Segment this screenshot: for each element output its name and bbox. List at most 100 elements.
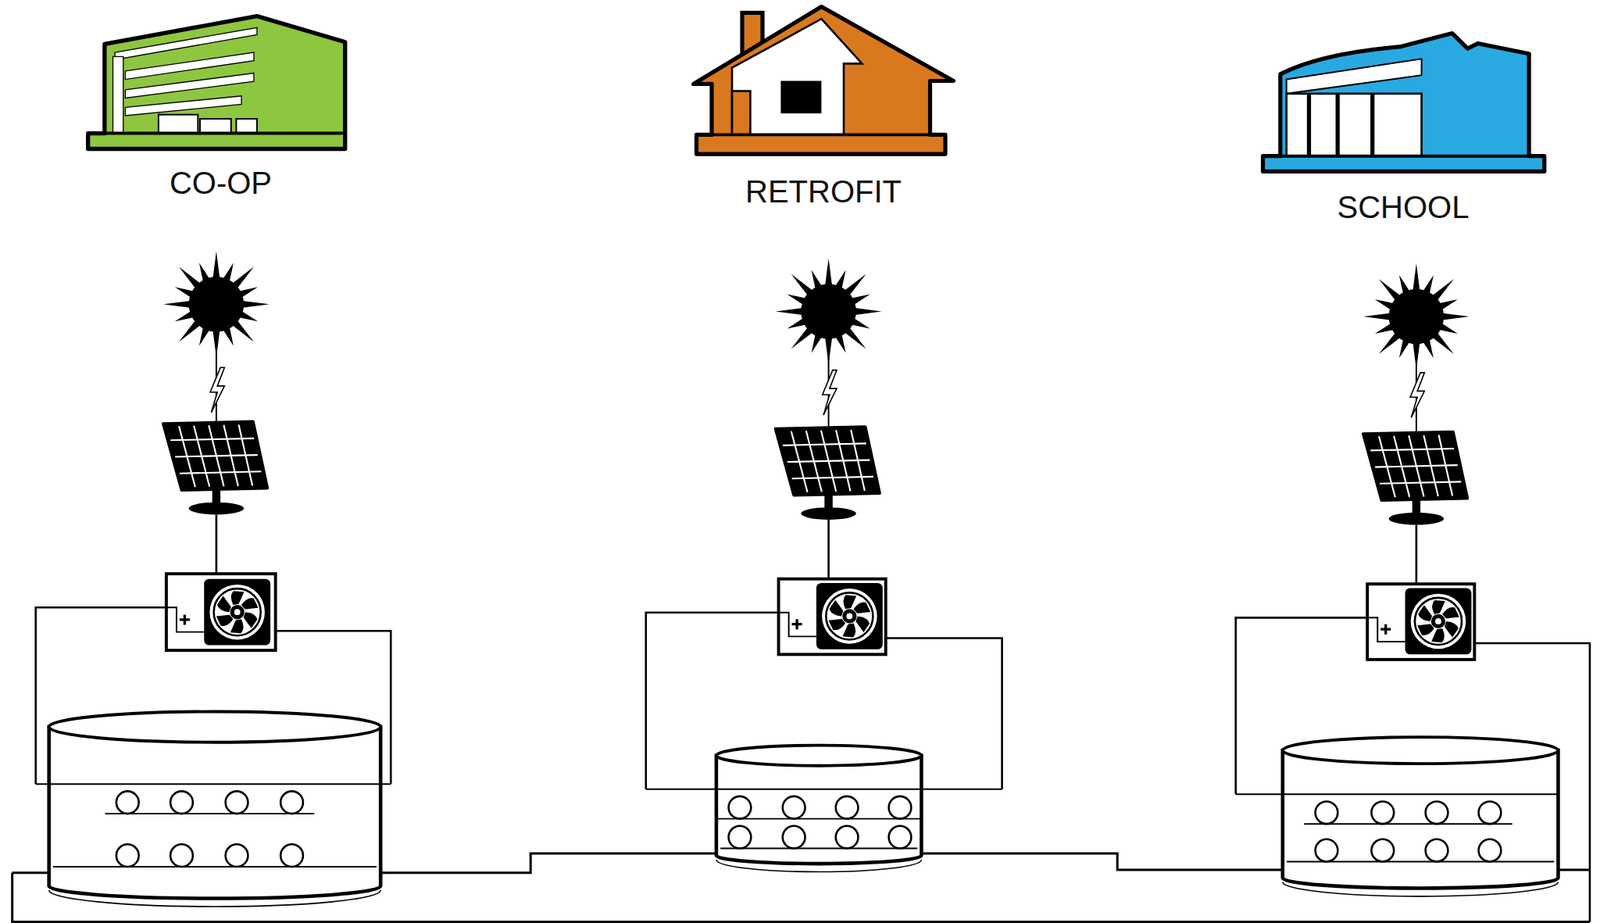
coil-loop [1478, 800, 1502, 824]
coil-loop [116, 843, 140, 867]
coil-loop [170, 843, 193, 867]
supply-wire [646, 612, 779, 790]
fan-blade [1442, 607, 1460, 618]
storage-tank [1282, 750, 1559, 888]
fan-blade [829, 600, 844, 617]
coil-loop [1371, 839, 1394, 862]
sun-icon [1363, 263, 1470, 370]
fan-ring [1410, 593, 1467, 650]
return-wire [275, 630, 392, 784]
coil-loop [1478, 839, 1502, 862]
return-wire [885, 637, 1003, 789]
coil-loop [889, 796, 912, 819]
coil-loop [170, 790, 193, 814]
power-line [215, 514, 218, 574]
coil-loop [280, 843, 304, 867]
fan-frame [1405, 587, 1472, 654]
sun-ray [212, 250, 220, 278]
panel-base [800, 507, 857, 520]
coil-feed [646, 788, 1003, 790]
coil-loop [835, 796, 859, 819]
panel-grid [1370, 448, 1454, 450]
coil-line [717, 817, 923, 820]
tank-top [1282, 736, 1559, 764]
storage-tank [716, 755, 922, 864]
coil-loop [1371, 800, 1394, 824]
solar-heat-unit [35, 250, 392, 907]
coil-loop [280, 790, 304, 814]
solar-heat-unit [1235, 263, 1590, 922]
sun-icon [775, 258, 883, 365]
panel-grid [792, 476, 874, 479]
heat-pump-box [1367, 583, 1475, 660]
sun-ray [1363, 313, 1390, 321]
terminal-plus [792, 618, 803, 629]
fan-ring [825, 592, 873, 640]
fan-blade [243, 611, 258, 629]
coil-loop [728, 825, 752, 849]
fan-blade [853, 601, 872, 613]
panel-grid [170, 438, 254, 440]
coil-loop [889, 825, 912, 849]
supply-wire [35, 607, 167, 784]
building-icon [1257, 28, 1549, 176]
power-line [827, 519, 830, 579]
panel-grid [179, 471, 261, 473]
coil-loop [1425, 839, 1449, 862]
coil-loop [225, 843, 249, 867]
tank-top [49, 711, 381, 743]
building-node: RETROFIT [691, 4, 956, 209]
building-label: SCHOOL [1257, 189, 1549, 225]
building-icon [691, 4, 956, 158]
fan-hub [1431, 614, 1446, 629]
return-wire [1474, 642, 1590, 922]
coil-loop [835, 825, 859, 849]
coil-loop [782, 796, 806, 819]
fan-blade [217, 596, 232, 613]
inner-wire [778, 612, 817, 637]
fan-hub [846, 612, 853, 619]
inner-wire [1367, 617, 1405, 642]
panel-base [1389, 512, 1445, 525]
coil-loop [782, 825, 806, 849]
tank-base [1282, 882, 1559, 897]
terminal-plus [1380, 624, 1391, 635]
coil-loop [1425, 800, 1449, 824]
sun-ray [212, 330, 220, 358]
coil-line [1303, 822, 1512, 825]
coil-feed [1235, 792, 1559, 795]
inner-wire [166, 607, 204, 632]
panel-grid [175, 454, 258, 457]
fan-hub [230, 604, 245, 619]
coil-loop [1315, 839, 1339, 862]
fan-ring [821, 588, 878, 644]
sun-disc [800, 283, 857, 340]
tank-base [49, 889, 381, 907]
fan-frame [203, 578, 271, 646]
fan-blade [855, 615, 870, 633]
fan-hub [1435, 617, 1442, 625]
storage-tank [49, 726, 381, 898]
fan-blade [1444, 621, 1459, 638]
sun-ray [825, 337, 833, 365]
fan-blade [1432, 600, 1446, 615]
coil-feed [35, 782, 392, 785]
fan-blade [828, 618, 846, 630]
heat-pump-box [778, 578, 886, 655]
sun-ray [854, 307, 882, 315]
coil-line [53, 865, 377, 868]
tank-top [716, 745, 922, 766]
power-line [1415, 524, 1418, 584]
sun-disc [189, 276, 245, 333]
fan-blade [842, 622, 857, 637]
sun-ray [825, 258, 833, 286]
building-node: CO-OP [85, 10, 356, 200]
panel-stand [1412, 499, 1421, 514]
coil-line [720, 847, 918, 850]
building-label: CO-OP [85, 165, 356, 200]
fan-ring [209, 584, 265, 640]
coil-loop [116, 790, 140, 814]
building-icon [85, 10, 356, 157]
lightning-bolt [822, 370, 837, 415]
